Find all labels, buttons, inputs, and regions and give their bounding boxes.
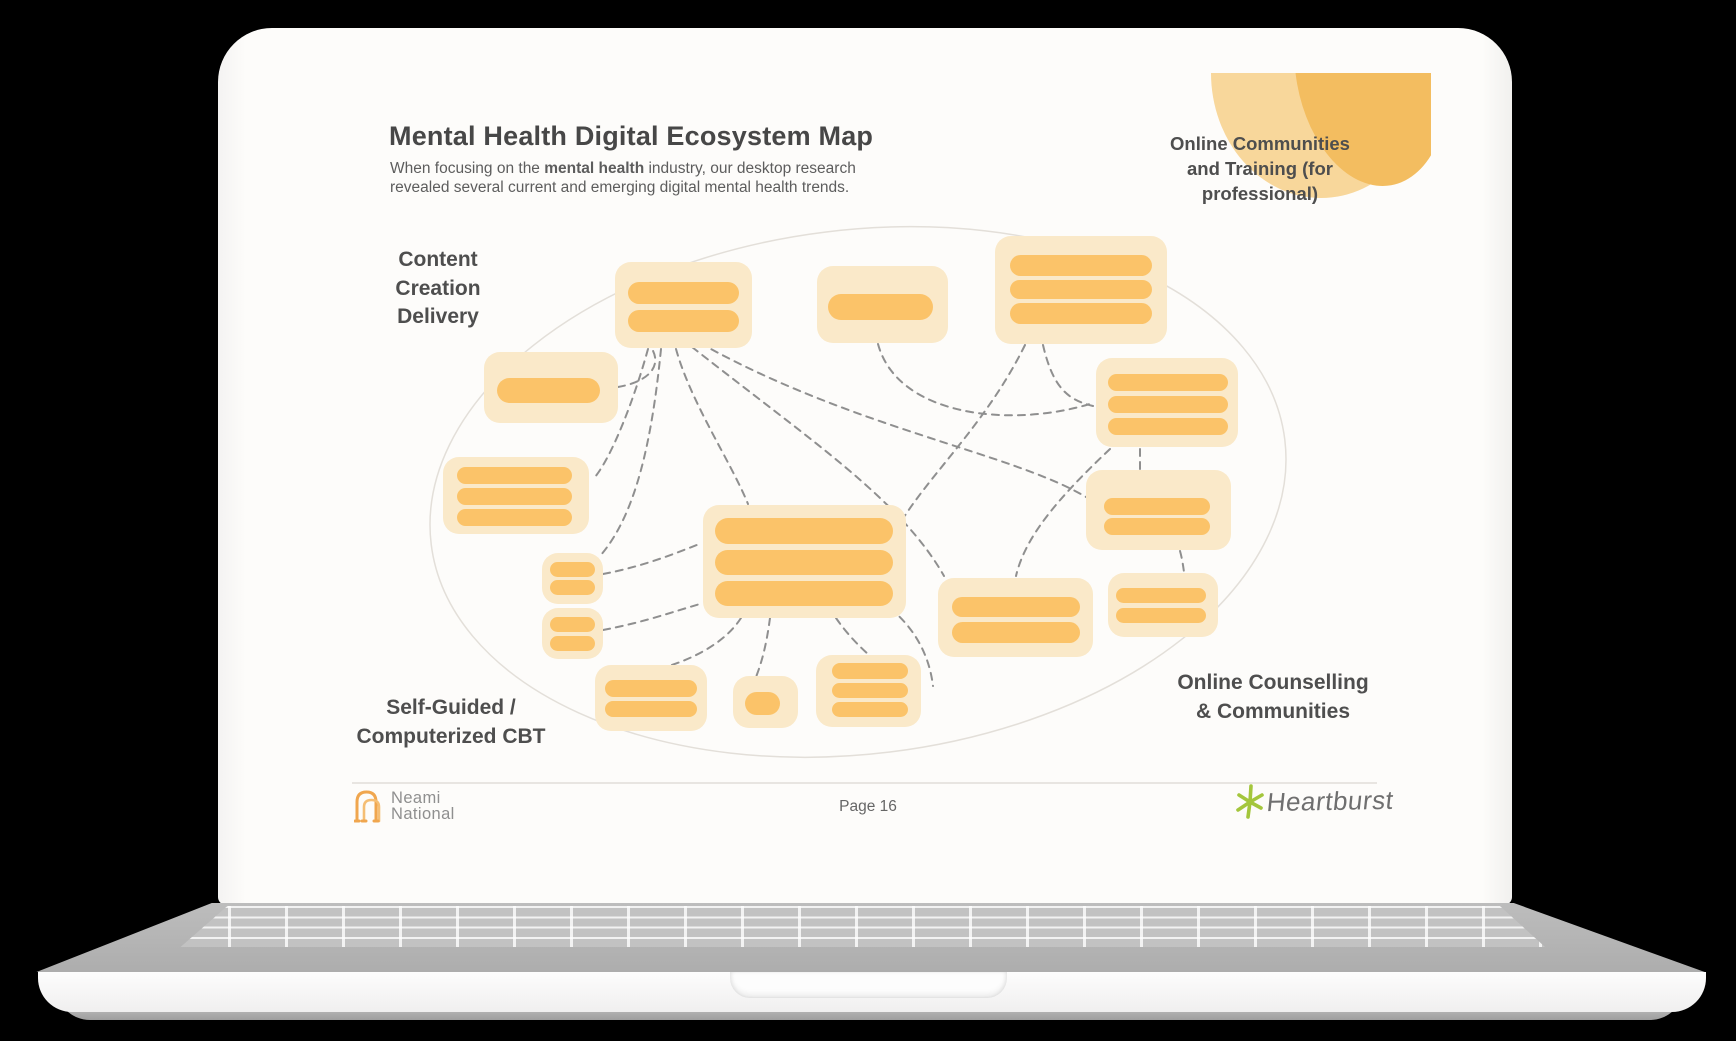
label-content-creation-delivery: Content Creation Delivery: [395, 248, 481, 328]
redacted-text-pill: [1108, 418, 1228, 435]
redacted-text-pill: [828, 294, 933, 320]
laptop-keyboard-keys: [180, 906, 1546, 947]
ecosystem-node: [615, 262, 752, 348]
redacted-text-pill: [550, 580, 595, 595]
redacted-text-pill: [457, 467, 572, 484]
redacted-text-pill: [1010, 303, 1152, 324]
connector-line: [903, 344, 1026, 518]
connector-line: [889, 607, 934, 687]
redacted-text-pill: [745, 692, 780, 715]
connector-line: [755, 617, 771, 678]
redacted-text-pill: [1108, 396, 1228, 413]
footer-divider: [352, 782, 1377, 784]
heartburst-wordmark: Heartburst: [1265, 784, 1396, 817]
redacted-text-pill: [605, 701, 697, 717]
connector-line: [602, 542, 703, 575]
redacted-text-pill: [628, 282, 739, 304]
redacted-text-pill: [497, 378, 600, 403]
connector-line: [599, 348, 662, 557]
redacted-text-pill: [1010, 280, 1152, 299]
slide-title: Mental Health Digital Ecosystem Map: [389, 121, 874, 151]
page-number: Page 16: [839, 798, 897, 815]
ecosystem-node: [817, 266, 948, 343]
redacted-text-pill: [1116, 608, 1206, 623]
connector-line: [1042, 344, 1094, 407]
redacted-text-pill: [715, 581, 893, 606]
ecosystem-node: [703, 505, 906, 618]
ecosystem-node: [484, 352, 618, 423]
label-online-communities-training: Online Communities and Training (for pro…: [1170, 133, 1350, 204]
ecosystem-node: [542, 553, 603, 604]
heartburst-star-icon: [1236, 784, 1264, 819]
redacted-text-pill: [550, 617, 595, 632]
connector-line: [835, 617, 870, 656]
redacted-text-pill: [715, 518, 893, 544]
laptop-front-edge: [38, 972, 1706, 1012]
intro-line-2: revealed several current and emerging di…: [390, 179, 850, 196]
ecosystem-node: [595, 665, 707, 731]
redacted-text-pill: [1108, 374, 1228, 391]
laptop-thumb-notch: [730, 972, 1007, 998]
neami-wordmark: Neami National: [391, 789, 455, 823]
redacted-text-pill: [1116, 588, 1206, 603]
redacted-text-pill: [832, 702, 908, 717]
redacted-text-pill: [457, 509, 572, 526]
redacted-text-pill: [832, 683, 908, 698]
ecosystem-node: [995, 236, 1167, 344]
redacted-text-pill: [605, 680, 697, 697]
redacted-text-pill: [1104, 498, 1210, 515]
map-outline-ellipse: [429, 225, 1287, 759]
ecosystem-node: [816, 655, 921, 727]
corner-circles-decoration: [1211, 73, 1431, 205]
label-online-counselling: Online Counselling & Communities: [1177, 671, 1369, 723]
connector-line: [699, 342, 1087, 498]
ecosystem-node: [1108, 573, 1218, 637]
ecosystem-node: [443, 457, 589, 534]
connector-line: [675, 348, 749, 505]
intro-bold-term: mental health: [544, 160, 645, 177]
connector-line: [617, 348, 657, 388]
redacted-text-pill: [550, 636, 595, 651]
connector-line: [877, 343, 1094, 417]
connector-line: [668, 617, 742, 667]
label-self-guided-cbt: Self-Guided / Computerized CBT: [356, 696, 546, 748]
intro-line-1: When focusing on the mental health indus…: [390, 160, 856, 177]
neami-national-logo: Neami National: [354, 787, 455, 823]
heartburst-logo: Heartburst: [1234, 782, 1396, 820]
slide-intro: When focusing on the mental health indus…: [390, 159, 856, 197]
redacted-text-pill: [628, 310, 739, 332]
redacted-text-pill: [952, 622, 1080, 643]
redacted-text-pill: [457, 488, 572, 505]
redacted-text-pill: [550, 562, 595, 577]
connector-line: [602, 603, 701, 631]
connector-line: [1179, 550, 1185, 573]
redacted-text-pill: [1104, 518, 1210, 535]
ecosystem-node: [542, 608, 603, 659]
redacted-text-pill: [952, 597, 1080, 617]
connector-line: [691, 346, 945, 577]
redacted-text-pill: [715, 550, 893, 575]
connector-line: [1015, 448, 1111, 577]
neami-arches-icon: [354, 790, 381, 823]
connector-line: [594, 348, 649, 478]
ecosystem-node: [938, 578, 1093, 657]
ecosystem-node: [733, 676, 798, 728]
ecosystem-node: [1096, 358, 1238, 447]
redacted-text-pill: [832, 663, 908, 679]
ecosystem-node: [1086, 470, 1231, 550]
redacted-text-pill: [1010, 255, 1152, 276]
